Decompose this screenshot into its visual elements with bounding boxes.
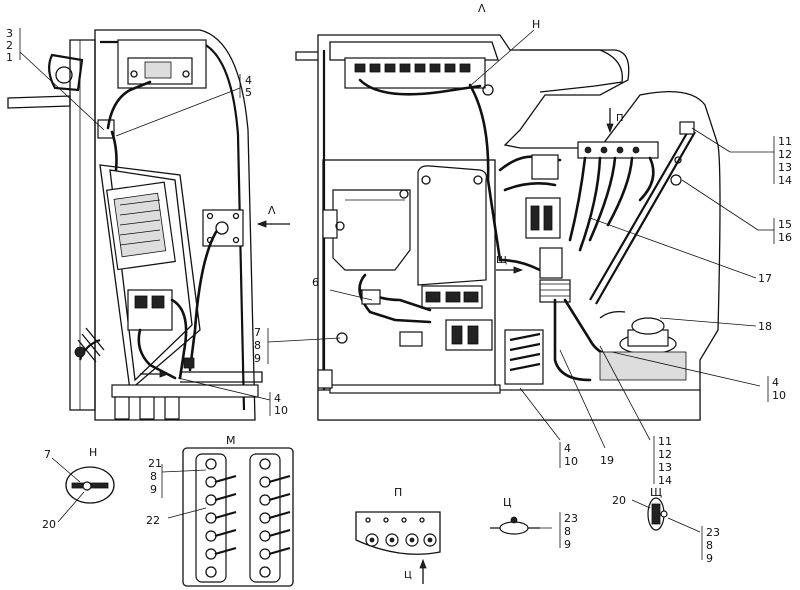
- svg-text:9: 9: [706, 552, 713, 565]
- terminal-strip-main: [504, 329, 544, 385]
- svg-text:14: 14: [778, 174, 792, 187]
- callout-7-8-9: 7 8 9: [254, 326, 341, 365]
- detail-n-title: Н: [89, 446, 97, 459]
- callout-6: 6: [312, 276, 319, 289]
- svg-text:8: 8: [254, 339, 261, 352]
- detail-sch: Щ 20 23 8 9: [612, 486, 720, 565]
- callout-11-14-top: 11 12 13 14: [730, 135, 792, 187]
- svg-text:4: 4: [245, 74, 252, 87]
- svg-text:10: 10: [274, 404, 288, 417]
- connector-cluster: [525, 154, 571, 303]
- ts-arrow-label: Ц: [404, 570, 412, 581]
- svg-text:18: 18: [758, 320, 772, 333]
- svg-text:17: 17: [758, 272, 772, 285]
- detail-sch-callout-20: 20: [612, 494, 626, 507]
- callout-3-2-1: 3 2 1: [6, 27, 21, 64]
- lambda-arrow-label: Λ: [268, 204, 276, 217]
- svg-text:2: 2: [6, 39, 13, 52]
- svg-text:3: 3: [6, 27, 13, 40]
- sch-arrow-label: Щ: [496, 255, 507, 266]
- svg-text:1: 1: [6, 51, 13, 64]
- detail-sch-title: Щ: [650, 486, 662, 499]
- svg-text:9: 9: [564, 538, 571, 551]
- callout-n-main: Н: [532, 18, 540, 31]
- callout-15-16: 15 16: [758, 218, 792, 244]
- svg-text:9: 9: [150, 483, 157, 496]
- svg-text:4: 4: [274, 392, 281, 405]
- main-view-lambda: Λ: [295, 2, 721, 421]
- svg-text:11: 11: [658, 435, 672, 448]
- detail-n: Н 7 20: [42, 446, 115, 531]
- lambda-view-arrow: Λ: [256, 204, 290, 228]
- detail-ts-title: Ц: [503, 496, 512, 509]
- svg-text:8: 8: [706, 539, 713, 552]
- detail-m: М 21 8 9 22: [146, 434, 294, 587]
- svg-text:21: 21: [148, 457, 162, 470]
- main-view-title: Λ: [478, 2, 486, 15]
- callout-4-10-right: 4 10: [767, 376, 786, 402]
- svg-text:8: 8: [150, 470, 157, 483]
- svg-text:23: 23: [706, 526, 720, 539]
- svg-text:4: 4: [564, 442, 571, 455]
- svg-text:11: 11: [778, 135, 792, 148]
- svg-text:12: 12: [778, 148, 792, 161]
- svg-text:13: 13: [658, 461, 672, 474]
- svg-text:10: 10: [564, 455, 578, 468]
- svg-text:12: 12: [658, 448, 672, 461]
- svg-text:15: 15: [778, 218, 792, 231]
- svg-text:23: 23: [564, 512, 578, 525]
- callout-4-10-left: 4 10: [269, 392, 288, 417]
- svg-text:5: 5: [245, 86, 252, 99]
- leader-lines: [19, 29, 761, 449]
- detail-p-title: П: [394, 486, 402, 499]
- detail-m-callout-22: 22: [146, 514, 160, 527]
- left-side-view: [7, 29, 263, 421]
- p-arrow-label: П: [616, 113, 624, 124]
- callout-4-5: 4 5: [239, 74, 252, 99]
- svg-text:7: 7: [254, 326, 261, 339]
- svg-text:Н: Н: [532, 18, 540, 31]
- callout-11-14-bottom: 11 12 13 14: [653, 435, 672, 487]
- svg-text:10: 10: [772, 389, 786, 402]
- svg-text:9: 9: [254, 352, 261, 365]
- callout-19: 19: [600, 454, 614, 467]
- callout-18: 18: [758, 320, 772, 333]
- terminals-left: [205, 474, 237, 560]
- detail-n-callout-7: 7: [44, 448, 51, 461]
- callout-17: 17: [758, 272, 772, 285]
- detail-ts: Ц 23 8 9: [490, 496, 578, 551]
- callout-4-10-bottom: 4 10: [559, 442, 578, 468]
- svg-text:14: 14: [658, 474, 672, 487]
- detail-n-callout-20: 20: [42, 518, 56, 531]
- svg-text:19: 19: [600, 454, 614, 467]
- detail-p: П Ц: [355, 486, 441, 584]
- beacon-18: [599, 317, 687, 381]
- svg-text:16: 16: [778, 231, 792, 244]
- svg-text:13: 13: [778, 161, 792, 174]
- svg-text:6: 6: [312, 276, 319, 289]
- svg-text:4: 4: [772, 376, 779, 389]
- switch-knobs: [365, 533, 437, 547]
- svg-text:8: 8: [564, 525, 571, 538]
- terminals-right: [259, 474, 291, 560]
- fuse-block-n: [354, 63, 471, 73]
- detail-m-title: М: [226, 434, 236, 447]
